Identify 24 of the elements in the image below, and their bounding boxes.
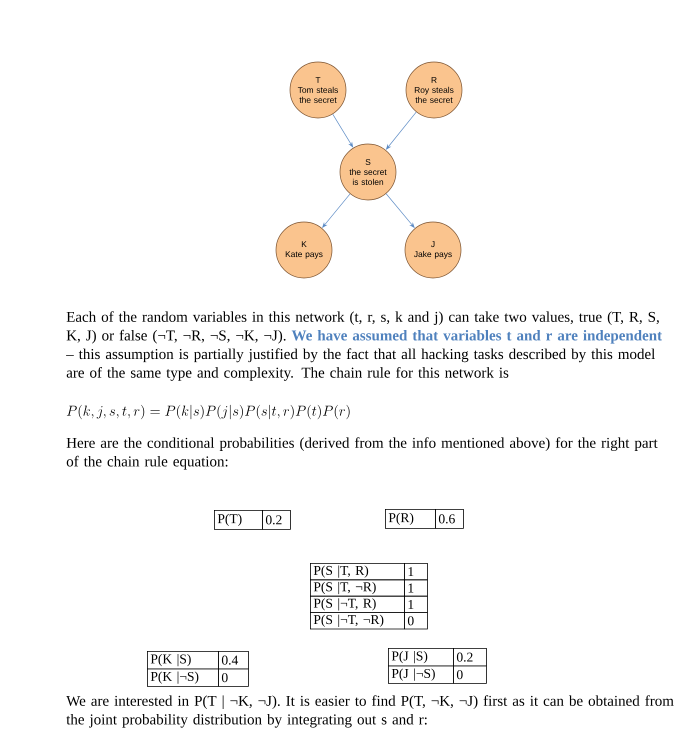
table-cell: 1 [404, 563, 428, 580]
table-cell: 0.4 [218, 651, 249, 670]
table-cell: 0.2 [262, 510, 291, 530]
table-cell: P(S |T, R) [310, 563, 405, 580]
table-cell: P(S |¬T, ¬R) [310, 612, 405, 630]
table-cell: P(S |¬T, R) [310, 596, 405, 613]
table-cell: P(J |¬S) [388, 666, 454, 684]
table-cell: 1 [404, 579, 428, 597]
table-cell: P(K |S) [147, 651, 219, 670]
table-cell: 0.6 [435, 509, 464, 529]
paragraph: Each of the random variables in this network (t, r, s, k and j) can take two values, true (T, R, S, K, J) or false (¬T, ¬R, ¬S, ¬K, ¬J). We have assumed that variables t and r are independent – this assumption is partially justified by the fact that all hacking tasks described by this model are of the same type and complexity. The chain rule for this network is [66, 311, 662, 381]
table-cell: P(K |¬S) [147, 668, 219, 687]
table-cell: 0.2 [453, 648, 487, 666]
table-cell: P(R) [385, 509, 436, 529]
paragraph: We are interested in P(T | ¬K, ¬J). It is easier to find P(T, ¬K, ¬J) first as it can be obtained from the joint probability distribution by integrating out s and r: [66, 695, 674, 728]
table-cell: 1 [404, 596, 428, 613]
paragraph: Here are the conditional probabilities (derived from the info mentioned above) for the right part of the chain rule equation: [66, 437, 658, 470]
table-cell: 0 [218, 668, 249, 687]
table-cell: P(J |S) [388, 648, 454, 666]
table-cell: 0 [453, 666, 487, 684]
table-cell: 0 [404, 612, 428, 630]
table-cell: P(T) [214, 510, 263, 530]
table-cell: P(S |T, ¬R) [310, 579, 405, 597]
formula: $P(k,j,s,t,r)=P(k|s)P(j|s)P(s|t,r)P(t)P(r)$ [66, 404, 350, 420]
